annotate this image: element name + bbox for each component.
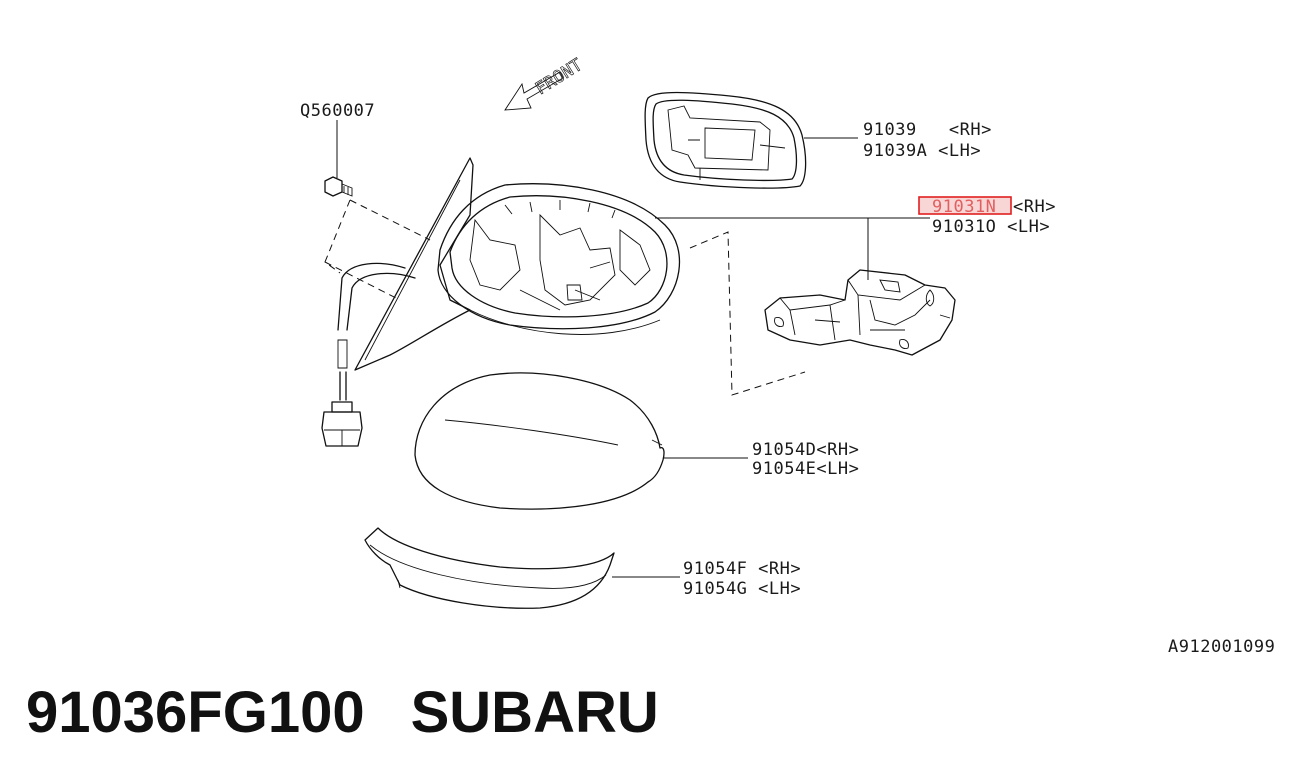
front-label: FRONT (532, 55, 586, 99)
actuator-motor-part[interactable] (764, 269, 956, 356)
diagram-code: A912001099 (1168, 637, 1275, 657)
brand-name: SUBARU (410, 680, 659, 745)
cover-lh-callout[interactable]: 91054E<LH> (752, 459, 859, 479)
garnish-lh-callout[interactable]: 91054G <LH> (683, 579, 801, 599)
bolt-part[interactable] (324, 120, 353, 197)
body-lh-callout[interactable]: 91031O <LH> (932, 217, 1050, 237)
glass-lh-callout[interactable]: 91039A <LH> (863, 141, 981, 161)
bolt-callout[interactable]: Q560007 (300, 101, 375, 121)
selected-part-highlight (918, 196, 1012, 215)
actuator-leader (655, 217, 930, 280)
mirror-body-assembly[interactable] (354, 157, 681, 371)
cover-rh-callout[interactable]: 91054D<RH> (752, 440, 859, 460)
actuator-assembly-line (689, 231, 806, 396)
body-rh-side-callout[interactable]: <RH> (1013, 197, 1056, 217)
body-rh-part-number[interactable]: 91031N (932, 197, 996, 217)
mirror-glass-part[interactable] (644, 91, 858, 189)
bolt-assembly-line (324, 199, 431, 301)
glass-rh-callout[interactable]: 91039 <RH> (863, 120, 992, 140)
front-direction-arrow: FRONT (504, 55, 586, 111)
garnish-rh-callout[interactable]: 91054F <RH> (683, 559, 801, 579)
part-number: 91036FG100 (26, 680, 365, 745)
mirror-garnish-part[interactable] (364, 527, 680, 609)
mirror-cover-part[interactable] (414, 372, 748, 510)
